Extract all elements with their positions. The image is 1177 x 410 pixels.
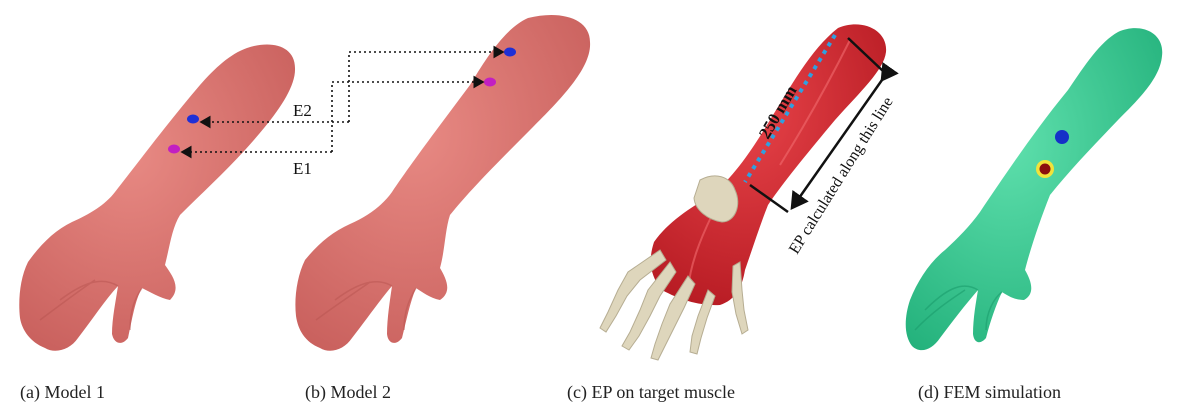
arm-model-2: [295, 15, 590, 351]
fem-arm-model: [906, 28, 1163, 350]
electrode-e2-model-2: [504, 48, 516, 57]
panel-b-arm-model: [295, 15, 590, 351]
caption-fem-simulation: (d) FEM simulation: [918, 382, 1061, 403]
electrode-e1-model-1: [168, 145, 180, 154]
panel-a-arm-model: [19, 44, 295, 350]
thumb-bone: [732, 262, 748, 334]
caption-ep-target-muscle: (c) EP on target muscle: [567, 382, 735, 403]
electrode-e2-model-1: [187, 115, 199, 124]
panel-d-fem-model: [906, 28, 1163, 350]
caption-model-2: (b) Model 2: [305, 382, 391, 403]
fem-hotspot-center: [1040, 164, 1051, 175]
fem-electrode-blue: [1055, 130, 1069, 144]
label-e2: E2: [293, 101, 312, 120]
electrode-e1-model-2: [484, 78, 496, 87]
label-e1: E1: [293, 159, 312, 178]
caption-model-1: (a) Model 1: [20, 382, 105, 403]
